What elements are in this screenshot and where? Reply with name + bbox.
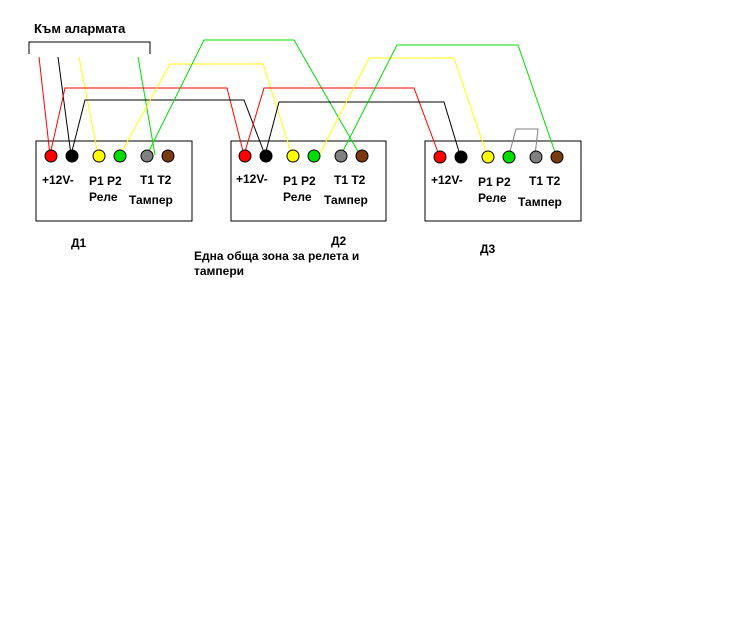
wire-red-d2-d3 xyxy=(243,87,440,156)
d1-terminal-plus xyxy=(44,149,58,163)
d3-power-label: +12V- xyxy=(431,173,463,187)
wire-green-d1-d2 xyxy=(146,39,361,156)
d2-relay-label: Реле xyxy=(283,190,312,204)
wire-red-d1-d2 xyxy=(49,87,245,156)
d3-terminal-t1 xyxy=(529,150,543,164)
d3-terminal-minus xyxy=(454,150,468,164)
wire-group xyxy=(38,39,557,156)
d3-terminal-p1 xyxy=(481,150,495,164)
d3-relay-label: Реле xyxy=(478,191,507,205)
d2-tamper-label: Тампер xyxy=(324,193,368,207)
d1-relay-pins-label: P1 P2 xyxy=(89,174,122,188)
d3-terminal-p2 xyxy=(502,150,516,164)
d2-terminal-t1 xyxy=(334,149,348,163)
wire-green-d2-d3 xyxy=(340,44,557,156)
d3-relay-pins-label: P1 P2 xyxy=(478,175,511,189)
d1-terminal-minus xyxy=(65,149,79,163)
zone-note-line1: Една обща зона за релета и xyxy=(194,249,359,263)
d2-tamper-pins-label: T1 T2 xyxy=(334,173,366,187)
d1-power-label: +12V- xyxy=(42,173,74,187)
d2-terminal-p2 xyxy=(307,149,321,163)
d3-terminal-plus xyxy=(433,150,447,164)
d2-terminal-t2 xyxy=(355,149,369,163)
d3-tamper-pins-label: T1 T2 xyxy=(529,174,561,188)
zone-note-line2: тампери xyxy=(194,264,244,278)
d2-terminal-plus xyxy=(238,149,252,163)
wire-black-d2-d3 xyxy=(264,101,461,156)
d1-name-label: Д1 xyxy=(71,236,87,250)
d2-terminal-minus xyxy=(259,149,273,163)
d1-tamper-label: Тампер xyxy=(129,193,173,207)
wire-black-d1-d2 xyxy=(70,99,266,156)
d2-power-label: +12V- xyxy=(236,172,268,186)
d3-name-label: Д3 xyxy=(480,242,496,256)
d3-terminal-t2 xyxy=(550,150,564,164)
d1-terminal-p1 xyxy=(92,149,106,163)
alarm-label: Към алармата xyxy=(34,21,126,36)
d2-relay-pins-label: P1 P2 xyxy=(283,174,316,188)
d3-tamper-label: Тампер xyxy=(518,195,562,209)
d2-terminal-p1 xyxy=(286,149,300,163)
wire-yellow-d2-d3 xyxy=(318,57,488,156)
alarm-bracket xyxy=(28,41,151,54)
wire-red-from-alarm xyxy=(38,56,51,156)
d1-terminal-p2 xyxy=(113,149,127,163)
wire-black-from-alarm xyxy=(57,56,72,156)
d1-terminal-t2 xyxy=(161,149,175,163)
wire-jumper-d3 xyxy=(508,128,539,156)
terminal-group xyxy=(44,149,564,164)
d1-terminal-t1 xyxy=(140,149,154,163)
wire-yellow-from-alarm xyxy=(78,56,99,156)
d1-tamper-pins-label: T1 T2 xyxy=(140,173,172,187)
d1-relay-label: Реле xyxy=(89,190,118,204)
d2-name-label: Д2 xyxy=(331,234,347,248)
